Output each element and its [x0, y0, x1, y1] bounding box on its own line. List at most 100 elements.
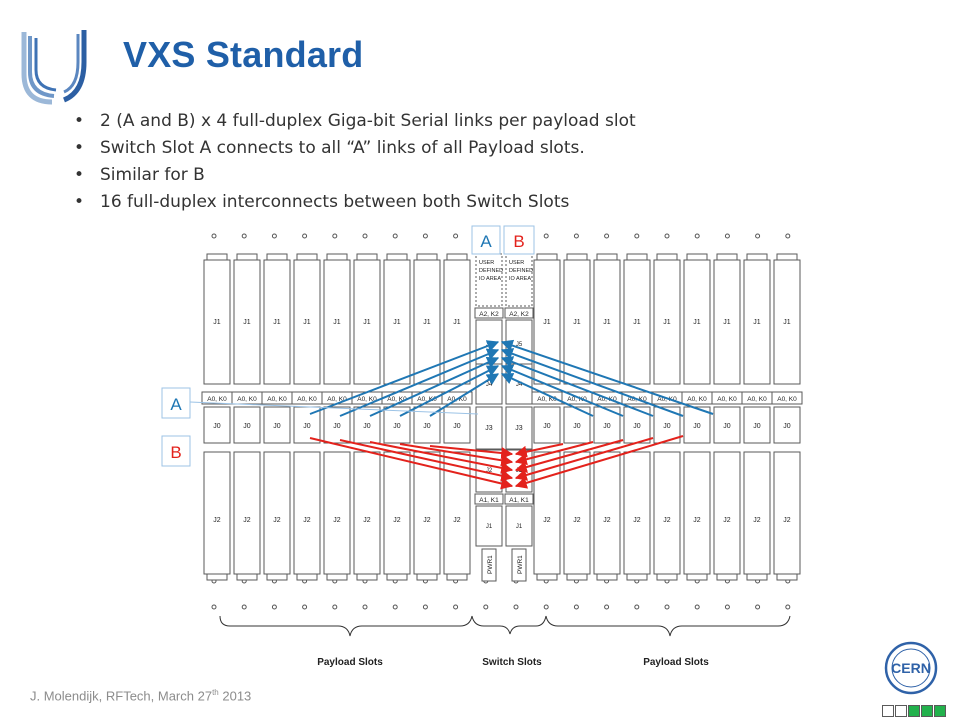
- bullet-icon: •: [74, 192, 85, 212]
- payload-j1-connector: [263, 253, 291, 385]
- mount-hole: [755, 604, 761, 610]
- j2-label: J2: [393, 517, 401, 524]
- mount-hole: [362, 233, 368, 239]
- bullet-text: Similar for B: [100, 165, 205, 185]
- mount-hole: [422, 604, 428, 610]
- j0-label: J0: [783, 423, 791, 430]
- mount-hole: [755, 233, 761, 239]
- payload-j0-connector: [683, 406, 711, 444]
- j2-label: J2: [663, 517, 671, 524]
- payload-j2-connector: [443, 451, 471, 581]
- a0k0-label: A0, K0: [357, 396, 377, 403]
- j1-label: J1: [423, 319, 431, 326]
- j1-label: J1: [393, 319, 401, 326]
- bullet-text: 2 (A and B) x 4 full-duplex Giga-bit Ser…: [100, 111, 636, 131]
- link-a-arrow: [500, 356, 654, 417]
- mount-hole: [724, 604, 730, 610]
- payload-slots-right-label: Payload Slots: [643, 657, 709, 668]
- a1k1-label: A1, K1: [479, 497, 499, 504]
- payload-j2-connector: [293, 451, 321, 581]
- link-a-arrow: [500, 364, 624, 417]
- pwr-label: PWR1: [487, 555, 494, 574]
- a2k2-box: [504, 307, 534, 319]
- payload-j1-connector: [713, 253, 741, 385]
- j0-label: J0: [723, 423, 731, 430]
- link-b-arrow: [339, 439, 514, 482]
- progress-cell: [882, 705, 894, 717]
- payload-j0-connector: [533, 406, 561, 444]
- bullet-list: • 2 (A and B) x 4 full-duplex Giga-bit Se…: [72, 110, 792, 218]
- switch-brace: [471, 615, 547, 635]
- footer-year: 2013: [218, 688, 252, 704]
- mount-hole: [483, 604, 489, 610]
- cern-logo-text: CERN: [891, 660, 931, 676]
- a0k0-label: A0, K0: [387, 396, 407, 403]
- link-a-arrow: [369, 356, 500, 417]
- payload-j2-connector: [233, 451, 261, 581]
- cern-logo: CERN: [884, 641, 938, 695]
- progress-cell: [908, 705, 920, 717]
- a0k0-label: A0, K0: [417, 396, 437, 403]
- user-io-label: DEFINED: [509, 268, 533, 274]
- j4-label: J4: [516, 382, 523, 388]
- j2-label: J2: [783, 517, 791, 524]
- j0-label: J0: [393, 423, 401, 430]
- link-a-arrow: [429, 373, 500, 417]
- j0-label: J0: [333, 423, 341, 430]
- a0k0-label: A0, K0: [327, 396, 347, 403]
- payload-j2-connector: [683, 451, 711, 581]
- payload-slots-left-label: Payload Slots: [317, 657, 383, 668]
- j0-label: J0: [423, 423, 431, 430]
- a0k0-label: A0, K0: [537, 396, 557, 403]
- user-io-label: IO AREA: [479, 276, 501, 282]
- j1-label: J1: [486, 524, 493, 530]
- bullet-item: •Similar for B: [72, 164, 792, 186]
- payload-j1-connector: [293, 253, 321, 385]
- mount-hole: [724, 233, 730, 239]
- j2-label: J2: [573, 517, 581, 524]
- j1-label: J1: [516, 524, 523, 530]
- user-io-label: USER: [509, 260, 524, 266]
- a0k0-label: A0, K0: [267, 396, 287, 403]
- mount-hole: [453, 233, 459, 239]
- switch-j1-connector: [505, 505, 533, 547]
- mount-hole: [694, 604, 700, 610]
- mount-hole: [634, 233, 640, 239]
- switch-b-label-box: [503, 225, 535, 255]
- bullet-item: •16 full-duplex interconnects between bo…: [72, 191, 792, 213]
- link-b-arrow: [514, 439, 624, 473]
- link-b-arrow: [399, 443, 514, 467]
- payload-j0-connector: [743, 406, 771, 444]
- mount-hole: [302, 604, 308, 610]
- a0k0-label: A0, K0: [597, 396, 617, 403]
- j0-label: J0: [663, 423, 671, 430]
- j1-label: J1: [753, 319, 761, 326]
- payload-j1-connector: [233, 253, 261, 385]
- switch-j1-connector: [475, 505, 503, 547]
- a1k1-box: [474, 493, 504, 505]
- progress-cell: [895, 705, 907, 717]
- payload-j1-connector: [593, 253, 621, 385]
- link-b-arrow: [514, 435, 684, 489]
- mount-hole: [785, 604, 791, 610]
- payload-j2-connector: [773, 451, 801, 581]
- payload-j1-connector: [323, 253, 351, 385]
- payload-j1-connector: [443, 253, 471, 385]
- user-io-area: [475, 253, 503, 307]
- j0-label: J0: [753, 423, 761, 430]
- mount-hole: [543, 604, 549, 610]
- j1-label: J1: [663, 319, 671, 326]
- j0-label: J0: [363, 423, 371, 430]
- switch-a-label-box: [471, 225, 501, 255]
- side-b-label-box: [161, 435, 191, 467]
- footer-author: J. Molendijk, RFTech, March 27: [30, 688, 213, 704]
- a1k1-label: A1, K1: [509, 497, 529, 504]
- a0k0-label: A0, K0: [567, 396, 587, 403]
- j5-label: J5: [516, 342, 523, 348]
- bullet-item: •2 (A and B) x 4 full-duplex Giga-bit Se…: [72, 110, 792, 132]
- user-io-label: IO AREA: [509, 276, 531, 282]
- bullet-icon: •: [74, 138, 85, 158]
- a0k0-label: A0, K0: [687, 396, 707, 403]
- j1-label: J1: [573, 319, 581, 326]
- j0-label: J0: [633, 423, 641, 430]
